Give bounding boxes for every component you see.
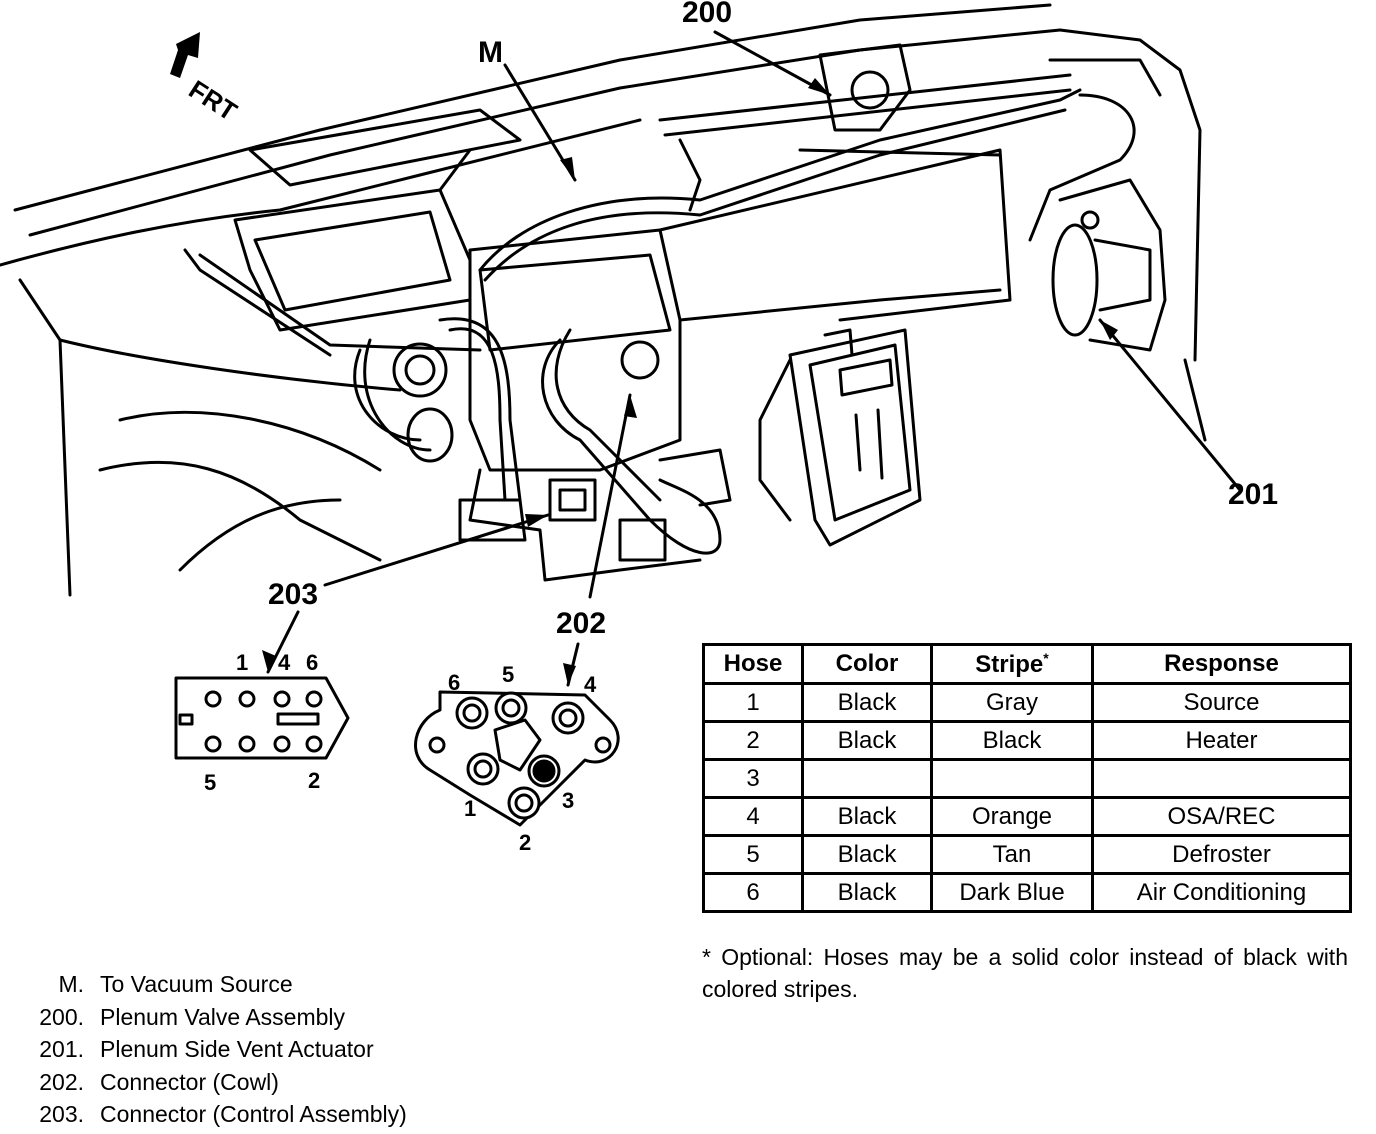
- control-panel: [758, 328, 922, 547]
- connector-202-ports: [428, 691, 612, 820]
- pin-label: 1: [464, 796, 477, 821]
- pin-label: 2: [519, 830, 532, 855]
- header-response: Response: [1091, 643, 1352, 685]
- header-stripe-mark: *: [1043, 649, 1049, 666]
- legend-text: Plenum Valve Assembly: [100, 1003, 346, 1030]
- cell-stripe: Orange: [930, 796, 1094, 837]
- legend-key: 203.: [39, 1101, 84, 1127]
- legend-key: 202.: [39, 1068, 84, 1095]
- cell-color: [801, 758, 933, 799]
- callout-202: 202: [556, 607, 607, 640]
- pin-label: 5: [502, 662, 515, 687]
- cell-response: Source: [1091, 682, 1352, 723]
- cell-hose: 6: [702, 872, 804, 913]
- cell-color: Black: [801, 834, 933, 875]
- cell-stripe: Black: [930, 720, 1094, 761]
- pin-label: 6: [448, 670, 461, 695]
- parts-legend: M. To Vacuum Source 200. Plenum Valve Asse…: [28, 971, 407, 1134]
- legend-text: Plenum Side Vent Actuator: [100, 1036, 374, 1062]
- arrowheads: [170, 32, 1118, 685]
- cell-stripe: Dark Blue: [930, 872, 1094, 913]
- cell-hose: 5: [702, 834, 804, 875]
- table-header-row: Hose Color Stripe* Response: [702, 643, 1352, 685]
- optional-footnote: * Optional: Hoses may be a solid color i…: [702, 944, 1348, 1002]
- cell-response: Heater: [1091, 720, 1352, 761]
- header-stripe-label: Stripe: [975, 650, 1044, 678]
- cell-color: Black: [801, 872, 933, 913]
- cell-hose: 3: [702, 758, 804, 799]
- legend-key: 201.: [39, 1036, 84, 1062]
- connector-203-detail: [174, 676, 350, 760]
- cell-hose: 4: [702, 796, 804, 837]
- pin-label: 5: [204, 770, 217, 795]
- cell-response: OSA/REC: [1091, 796, 1352, 837]
- legend-text: Connector (Cowl): [100, 1068, 279, 1095]
- header-color: Color: [801, 643, 933, 685]
- cell-color: Black: [801, 682, 933, 723]
- cell-response: [1091, 758, 1352, 799]
- cell-stripe: Tan: [930, 834, 1094, 875]
- cell-response: Defroster: [1091, 834, 1352, 875]
- callout-200: 200: [682, 0, 733, 29]
- heater-box: [458, 148, 1012, 582]
- legend-item: 200. Plenum Valve Assembly: [28, 1004, 407, 1037]
- header-hose: Hose: [702, 643, 804, 685]
- callout-203: 203: [268, 578, 319, 611]
- side-vent-actuator: [1051, 178, 1167, 352]
- legend-key: M.: [58, 971, 84, 997]
- pin-label: 4: [278, 650, 291, 675]
- cell-hose: 2: [702, 720, 804, 761]
- pin-label: 6: [306, 650, 319, 675]
- vacuum-hose-bundle: [353, 73, 1136, 555]
- table-row: 3: [702, 758, 1352, 799]
- legend-text: To Vacuum Source: [100, 971, 293, 997]
- legend-item: 201. Plenum Side Vent Actuator: [28, 1036, 407, 1069]
- pin-label: 4: [584, 672, 597, 697]
- pin-label: 2: [308, 768, 321, 793]
- dashboard-outline: [0, 3, 1207, 597]
- plenum-valve-actuator: [392, 43, 912, 463]
- header-stripe: Stripe*: [930, 643, 1094, 685]
- pin-label: 1: [236, 650, 249, 675]
- connector-203-pins: [204, 690, 323, 753]
- cell-color: Black: [801, 796, 933, 837]
- cell-stripe: Gray: [930, 682, 1094, 723]
- callout-m: M: [478, 36, 503, 69]
- legend-item: 203. Connector (Control Assembly): [28, 1101, 407, 1134]
- legend-key: 200.: [39, 1003, 84, 1030]
- pin-label: 3: [562, 788, 575, 813]
- cell-stripe: [930, 758, 1094, 799]
- cell-color: Black: [801, 720, 933, 761]
- cell-hose: 1: [702, 682, 804, 723]
- cell-response: Air Conditioning: [1091, 872, 1352, 913]
- callout-201: 201: [1228, 478, 1279, 511]
- legend-item: 202. Connector (Cowl): [28, 1069, 407, 1102]
- connector-203-body: [548, 478, 667, 562]
- legend-item: M. To Vacuum Source: [28, 971, 407, 1004]
- legend-text: Connector (Control Assembly): [100, 1101, 407, 1127]
- frt-arrow-icon: [170, 32, 200, 78]
